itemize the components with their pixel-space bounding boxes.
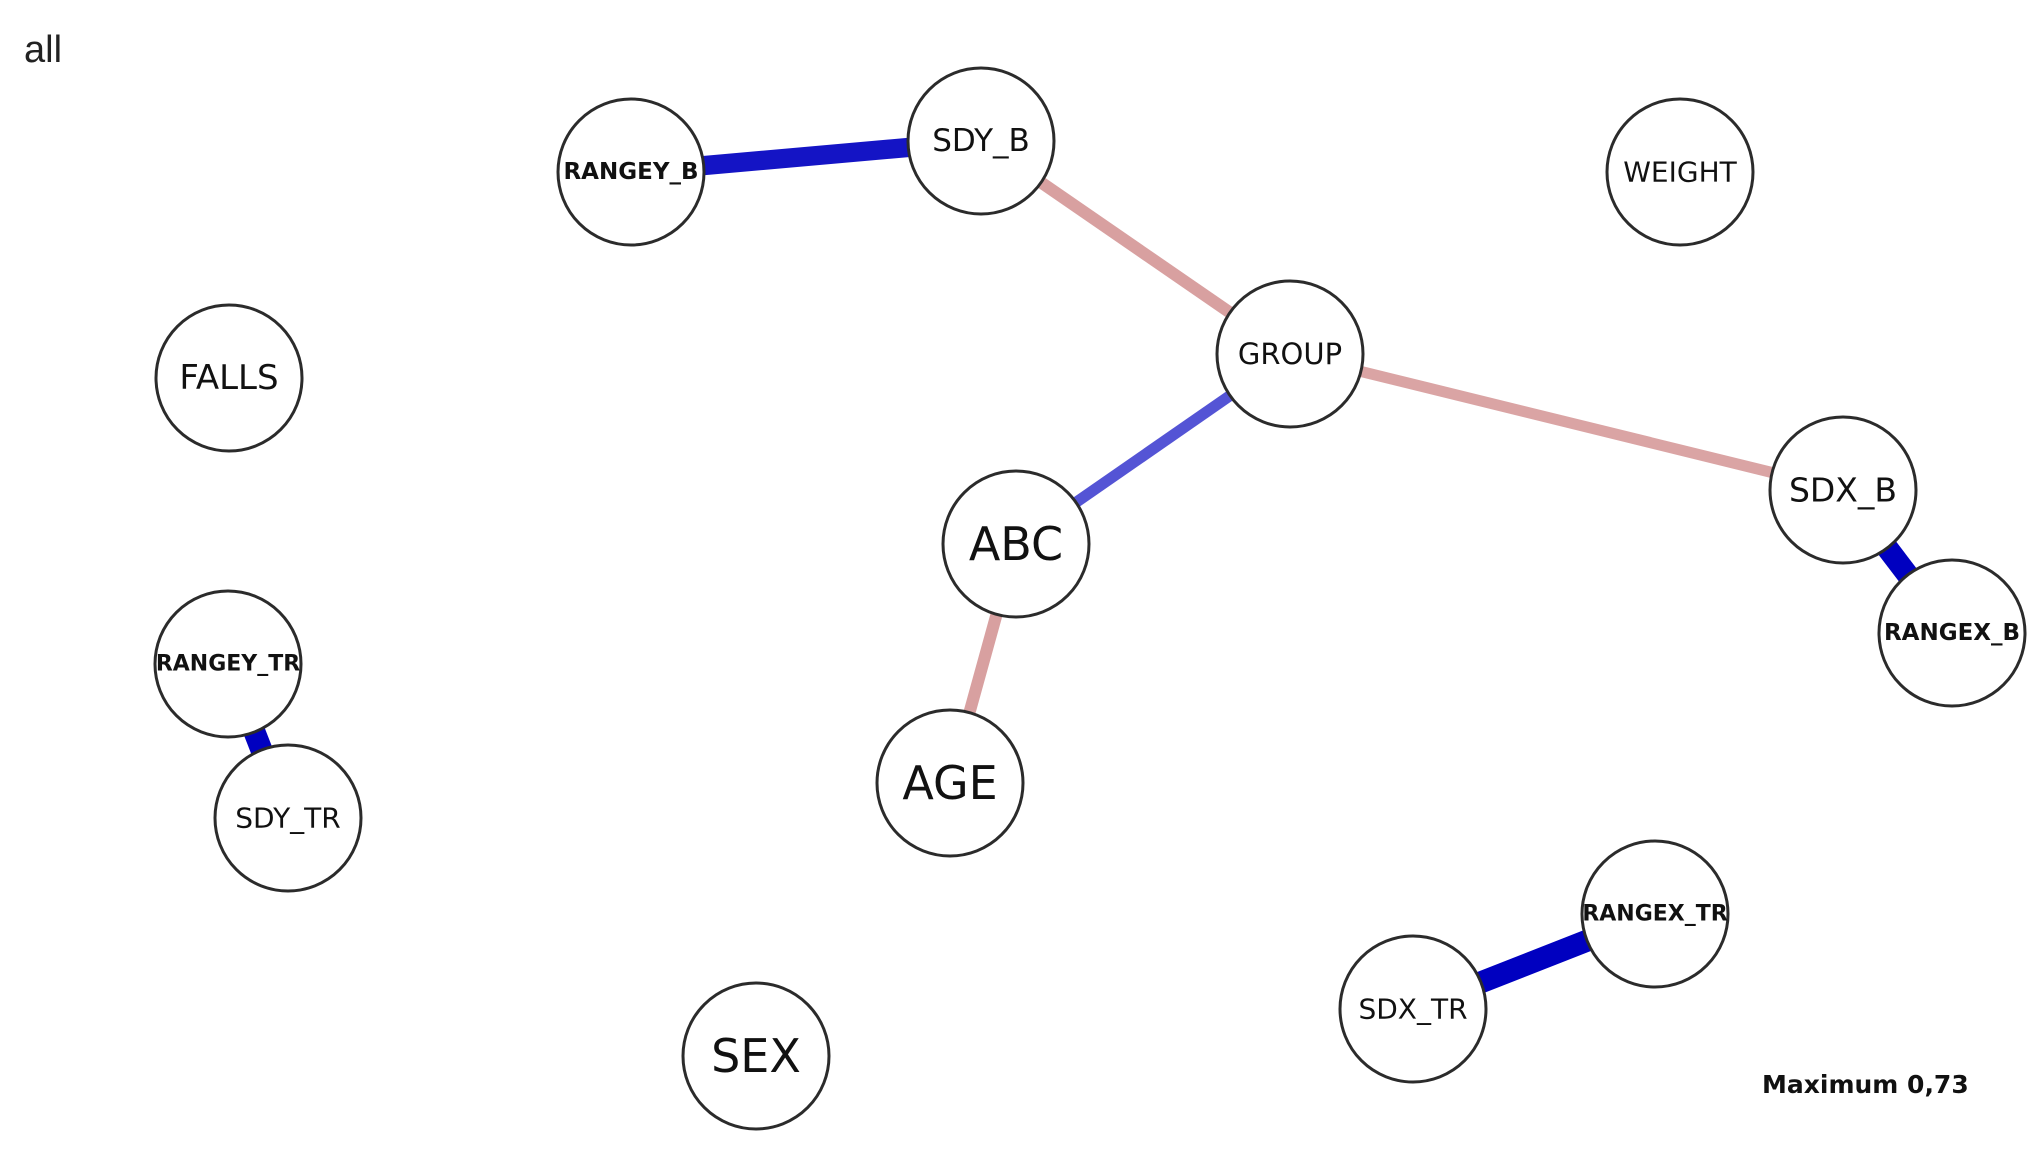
node-sdy-tr[interactable]: SDY_TR <box>213 743 363 893</box>
node-label-abc: ABC <box>969 517 1063 571</box>
nodes-layer: RANGEY_B SDY_B WEIGHT FALLS GROUP SDX_B ABC RAN… <box>153 66 2027 1131</box>
node-circle-age <box>875 708 1025 858</box>
node-group[interactable]: GROUP <box>1215 279 1365 429</box>
node-label-sdy-tr: SDY_TR <box>235 802 340 835</box>
node-falls[interactable]: FALLS <box>154 303 304 453</box>
node-label-falls: FALLS <box>179 358 278 398</box>
node-label-sex: SEX <box>711 1029 801 1083</box>
node-circle-sdy-tr <box>213 743 363 893</box>
node-label-weight: WEIGHT <box>1623 156 1737 189</box>
node-sdy-b[interactable]: SDY_B <box>906 66 1056 216</box>
node-rangex-tr[interactable]: RANGEX_TR <box>1580 839 1730 989</box>
node-label-sdy-b: SDY_B <box>932 123 1030 159</box>
node-circle-rangex-tr <box>1580 839 1730 989</box>
node-circle-sdy-b <box>906 66 1056 216</box>
node-circle-falls <box>154 303 304 453</box>
node-rangey-b[interactable]: RANGEY_B <box>556 97 706 247</box>
edge-group-sdx-b <box>1288 348 1845 496</box>
node-circle-rangey-tr <box>153 589 303 739</box>
node-label-rangey-b: RANGEY_B <box>563 159 698 185</box>
node-label-sdx-b: SDX_B <box>1789 471 1897 510</box>
node-label-rangey-tr: RANGEY_TR <box>156 652 300 677</box>
node-age[interactable]: AGE <box>875 708 1025 858</box>
graph-title: all <box>24 29 62 71</box>
node-circle-sdx-b <box>1768 415 1918 565</box>
node-sdx-tr[interactable]: SDX_TR <box>1338 934 1488 1084</box>
node-label-age: AGE <box>902 756 997 810</box>
node-rangey-tr[interactable]: RANGEY_TR <box>153 589 303 739</box>
node-abc[interactable]: ABC <box>941 469 1091 619</box>
node-circle-sex <box>681 981 831 1131</box>
maximum-label: Maximum 0,73 <box>1762 1070 1969 1099</box>
node-circle-sdx-tr <box>1338 934 1488 1084</box>
node-sdx-b[interactable]: SDX_B <box>1768 415 1918 565</box>
node-label-group: GROUP <box>1238 337 1342 371</box>
node-circle-abc <box>941 469 1091 619</box>
node-label-rangex-b: RANGEX_B <box>1884 620 2020 646</box>
node-weight[interactable]: WEIGHT <box>1605 97 1755 247</box>
node-circle-group <box>1215 279 1365 429</box>
node-sex[interactable]: SEX <box>681 981 831 1131</box>
node-label-sdx-tr: SDX_TR <box>1358 993 1467 1026</box>
node-label-rangex-tr: RANGEX_TR <box>1582 902 1727 927</box>
node-circle-rangex-b <box>1877 558 2027 708</box>
node-circle-weight <box>1605 97 1755 247</box>
node-circle-rangey-b <box>556 97 706 247</box>
node-rangex-b[interactable]: RANGEX_B <box>1877 558 2027 708</box>
